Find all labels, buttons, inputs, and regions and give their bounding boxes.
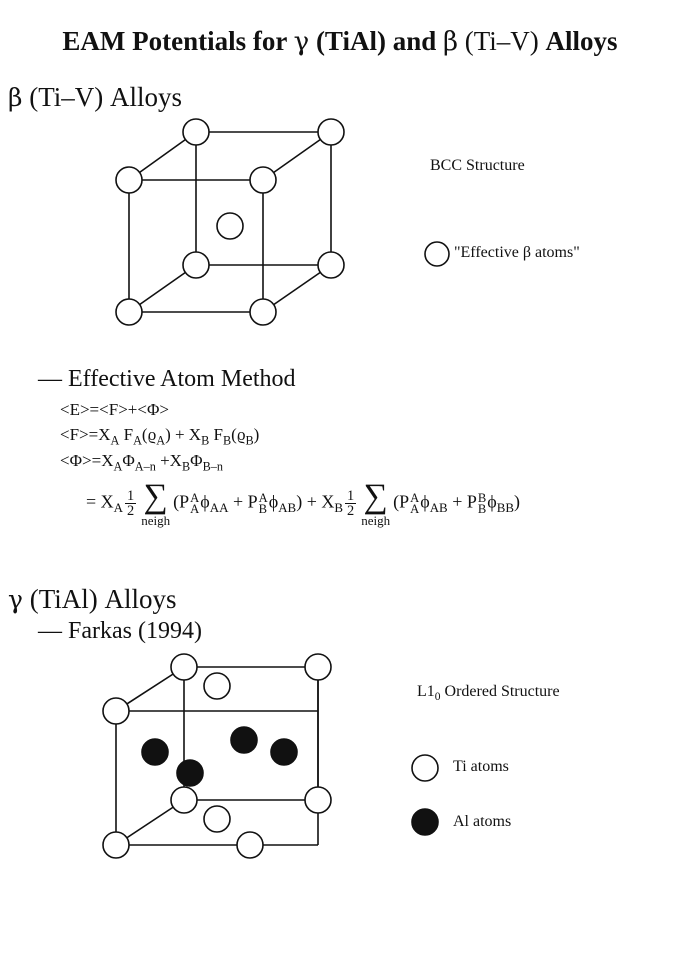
ti-atom-legend-icon bbox=[411, 754, 439, 782]
gamma-section-heading: γ (TiAl) Alloys bbox=[8, 584, 177, 614]
sum-neigh: ∑neigh bbox=[361, 478, 391, 528]
ti-atom bbox=[102, 697, 130, 725]
bcc-corner-atom bbox=[182, 251, 210, 279]
ti-atom bbox=[304, 653, 332, 681]
bcc-corner-atom bbox=[115, 166, 143, 194]
al-atom bbox=[141, 738, 169, 766]
method-heading: — Effective Atom Method bbox=[38, 366, 296, 392]
bcc-corner-atom bbox=[182, 118, 210, 146]
bcc-structure-label: BCC Structure bbox=[430, 157, 525, 174]
al-atom bbox=[270, 738, 298, 766]
sum-neigh: ∑neigh bbox=[141, 478, 171, 528]
ti-atom bbox=[203, 672, 231, 700]
al-atom bbox=[230, 726, 258, 754]
equation-energy: <E>=<F>+<Φ> bbox=[60, 400, 169, 419]
l10-structure-label: L10 Ordered Structure bbox=[417, 683, 560, 704]
al-atom-legend-icon bbox=[411, 808, 439, 836]
ti-atom bbox=[102, 831, 130, 859]
ti-atom bbox=[203, 805, 231, 833]
l10-ti-atoms bbox=[102, 653, 332, 859]
bcc-corner-atom bbox=[317, 118, 345, 146]
al-atoms-legend-label: Al atoms bbox=[453, 813, 512, 830]
equation-embedding: <F>=XA FA(ϱA) + XB FB(ϱB) bbox=[60, 425, 260, 448]
effective-atom-legend-icon bbox=[424, 241, 450, 267]
ti-atoms-legend-label: Ti atoms bbox=[453, 758, 509, 775]
beta-section-heading: β (Ti–V) Alloys bbox=[8, 82, 182, 112]
bcc-atoms bbox=[115, 118, 345, 326]
equation-pair: <Φ>=XAΦA–n +XBΦB–n bbox=[60, 451, 223, 474]
al-atom bbox=[176, 759, 204, 787]
reference-author: — Farkas (1994) bbox=[38, 618, 202, 644]
l10-al-atoms bbox=[141, 726, 298, 787]
bcc-corner-atom bbox=[317, 251, 345, 279]
effective-atom-legend-label: "Effective β atoms" bbox=[454, 244, 580, 261]
ti-atom bbox=[236, 831, 264, 859]
bcc-corner-atom bbox=[115, 298, 143, 326]
ti-atom bbox=[170, 653, 198, 681]
page-title: EAM Potentials for γ (TiAl) and β (Ti–V)… bbox=[62, 26, 618, 57]
bcc-body-center-atom bbox=[216, 212, 244, 240]
ti-atom bbox=[170, 786, 198, 814]
bcc-corner-atom bbox=[249, 298, 277, 326]
bcc-corner-atom bbox=[249, 166, 277, 194]
ti-atom bbox=[304, 786, 332, 814]
